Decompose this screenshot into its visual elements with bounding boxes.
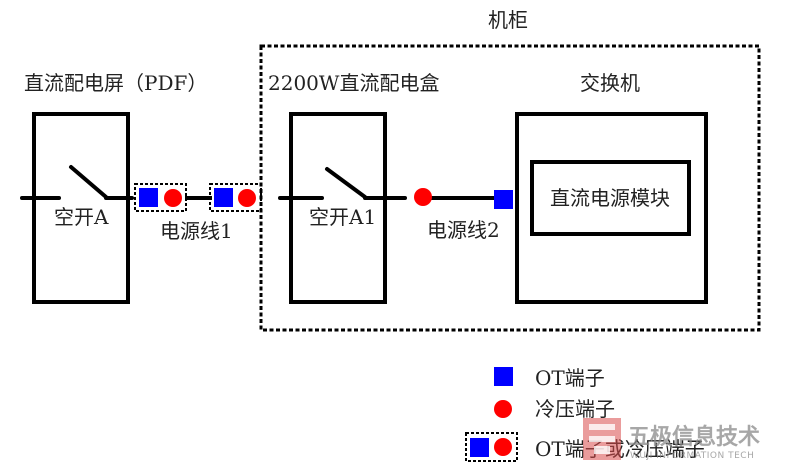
switch-title: 交换机	[580, 71, 640, 95]
cold-press-terminal-icon	[238, 189, 256, 207]
watermark-logo-glyph	[589, 424, 615, 454]
legend-label-cold-press-terminal: 冷压端子	[535, 397, 615, 421]
cable-2-label: 电源线2	[427, 218, 500, 242]
dc-box-title: 2200W直流配电盒	[268, 71, 439, 95]
cabinet-boundary	[259, 44, 761, 332]
ot-terminal-icon	[494, 190, 513, 209]
legend-pair-cold-press-icon	[494, 438, 512, 456]
legend-pair-ot-icon	[470, 438, 489, 457]
switch-box	[515, 112, 708, 304]
pdf-panel-title: 直流配电屏（PDF）	[24, 71, 207, 95]
cold-press-terminal-icon	[414, 188, 432, 206]
watermark-title: 五极信息技术	[628, 424, 760, 450]
terminal-pair-left	[134, 183, 187, 212]
watermark: 五极信息技术 WUJI INFORMATION TECH	[583, 418, 760, 461]
watermark-subtitle: WUJI INFORMATION TECH	[630, 451, 754, 461]
breaker-a1-label: 空开A1	[309, 205, 376, 229]
legend-pair-frame	[465, 432, 518, 462]
breaker-a-label: 空开A	[54, 205, 109, 229]
breaker-a1-symbol	[278, 167, 407, 200]
breaker-a-symbol	[20, 165, 134, 200]
legend-cold-press-terminal-icon	[494, 400, 512, 418]
terminal-pair-right	[209, 183, 262, 212]
pdf-panel-box	[32, 112, 130, 304]
legend-ot-terminal-icon	[494, 367, 513, 386]
legend-label-ot-terminal: OT端子	[535, 366, 605, 390]
terminal-pair-frame	[209, 183, 262, 212]
dc-power-module-box	[530, 160, 691, 236]
dc-box	[289, 112, 387, 304]
ot-terminal-icon	[214, 188, 233, 207]
cold-press-terminal-icon	[164, 189, 182, 207]
cabinet-title: 机柜	[488, 8, 528, 32]
cable-1-label: 电源线1	[160, 219, 233, 243]
terminal-pair-frame	[134, 183, 187, 212]
ot-terminal-icon	[139, 188, 158, 207]
dc-power-module-label: 直流电源模块	[550, 186, 670, 210]
